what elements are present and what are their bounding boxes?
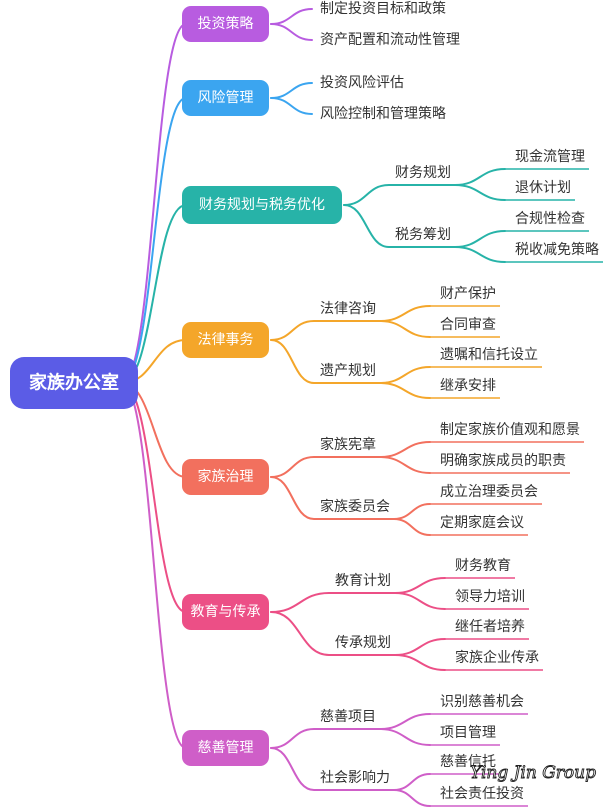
branch-3-sub-connector-0 (270, 320, 315, 341)
branch-node-3-box (182, 322, 269, 358)
branch-node-5[interactable]: 教育与传承 (182, 594, 269, 630)
root-node-box (10, 357, 138, 409)
sub-leaf-connector (379, 320, 431, 338)
branch-2-sub-connector-1 (343, 204, 390, 248)
leaf-node: 社会责任投资 (440, 786, 524, 802)
root-connector-5 (121, 382, 187, 613)
leaf-node: 合同审查 (440, 317, 496, 333)
branch-0-leaf-connector-1 (270, 23, 313, 41)
sub-leaf-connector (379, 728, 431, 746)
sub-node: 家族宪章 (320, 436, 376, 453)
sub-leaf-connector (379, 382, 431, 399)
leaf-node: 继任者培养 (455, 619, 525, 635)
leaf-node: 成立治理委员会 (440, 484, 538, 500)
branch-5-sub-connector-0 (270, 592, 330, 613)
branch-node-3-label: 法律事务 (198, 332, 254, 348)
sub-leaf-connector (454, 246, 506, 263)
leaf-node: 财产保护 (440, 286, 496, 302)
sub-leaf-connector (379, 366, 431, 384)
branch-node-1[interactable]: 风险管理 (182, 80, 269, 116)
sub-leaf-connector (394, 577, 446, 594)
leaf-node: 现金流管理 (515, 149, 585, 165)
sub-node: 慈善项目 (320, 709, 376, 725)
leaf-node: 财务教育 (455, 558, 511, 574)
root-node-label: 家族办公室 (29, 372, 119, 394)
sub-node: 法律咨询 (320, 301, 376, 317)
leaf-node: 制定投资目标和政策 (320, 0, 446, 17)
watermark-text: Ying Jin Group (470, 763, 596, 783)
sub-leaf-connector (394, 592, 446, 610)
branch-node-5-box (182, 594, 269, 630)
branch-4-sub-connector-1 (270, 476, 315, 520)
root-connector-0 (121, 23, 187, 384)
branch-node-2-box (182, 186, 342, 224)
sub-leaf-connector (454, 230, 506, 248)
leaf-node: 家族企业传承 (455, 649, 539, 666)
leaf-node: 慈善信托 (440, 754, 496, 770)
sub-leaf-connector (393, 773, 431, 791)
branch-5-sub-connector-1 (270, 611, 330, 656)
sub-node: 税务筹划 (395, 226, 451, 243)
sub-node: 遗产规划 (320, 363, 376, 379)
leaf-node: 制定家族价值观和愿景 (440, 421, 580, 438)
leaf-node: 税收减免策略 (515, 241, 599, 258)
leaf-node: 明确家族成员的职责 (440, 452, 566, 469)
branch-node-0[interactable]: 投资策略 (182, 6, 269, 42)
branch-node-4-label: 家族治理 (198, 468, 254, 485)
sub-node: 教育计划 (335, 573, 391, 589)
sub-leaf-connector (393, 503, 431, 520)
leaf-node: 遗嘱和信托设立 (440, 347, 538, 363)
sub-node: 财务规划 (395, 165, 451, 181)
sub-leaf-connector (394, 638, 446, 656)
sub-leaf-connector (454, 168, 506, 186)
branch-node-6-label: 慈善管理 (198, 740, 254, 756)
branch-node-6-box (182, 730, 269, 766)
sub-node: 家族委员会 (320, 498, 390, 515)
leaf-node: 资产配置和流动性管理 (320, 32, 460, 48)
branch-0-leaf-connector-0 (270, 8, 313, 25)
branch-node-6[interactable]: 慈善管理 (182, 730, 269, 766)
sub-leaf-connector (379, 441, 431, 458)
sub-leaf-connector (393, 518, 431, 536)
root-connector-1 (121, 97, 187, 384)
branch-3-sub-connector-1 (270, 339, 315, 384)
sub-leaf-connector (394, 654, 446, 671)
leaf-node: 退休计划 (515, 180, 571, 196)
leaf-node: 合规性检查 (515, 211, 585, 227)
sub-node: 传承规划 (335, 635, 391, 651)
branch-node-4[interactable]: 家族治理 (182, 459, 269, 495)
leaf-node: 投资风险评估 (320, 75, 404, 91)
branch-4-sub-connector-0 (270, 456, 315, 478)
branch-2-sub-connector-0 (343, 184, 390, 206)
root-connector-6 (121, 382, 187, 749)
branch-node-1-label: 风险管理 (198, 90, 254, 106)
branch-node-5-label: 教育与传承 (191, 604, 261, 620)
leaf-node: 项目管理 (440, 725, 496, 741)
leaf-node: 继承安排 (440, 378, 496, 394)
leaf-node: 识别慈善机会 (440, 694, 524, 710)
leaf-node: 领导力培训 (455, 589, 525, 605)
sub-leaf-connector (454, 184, 506, 201)
root-node[interactable]: 家族办公室 (10, 357, 138, 409)
branch-node-3[interactable]: 法律事务 (182, 322, 269, 358)
sub-leaf-connector (379, 713, 431, 730)
branch-6-sub-connector-0 (270, 728, 315, 749)
sub-leaf-connector (379, 456, 431, 474)
branch-1-leaf-connector-1 (270, 97, 313, 115)
branch-node-0-label: 投资策略 (198, 15, 254, 32)
sub-leaf-connector (393, 789, 431, 807)
branch-6-sub-connector-1 (270, 747, 315, 791)
leaf-node: 风险控制和管理策略 (320, 105, 446, 122)
leaf-node: 定期家庭会议 (440, 514, 524, 531)
branch-1-leaf-connector-0 (270, 82, 313, 99)
branch-node-1-box (182, 80, 269, 116)
branch-node-2-label: 财务规划与税务优化 (199, 197, 325, 213)
sub-node: 社会影响力 (320, 770, 390, 786)
branch-node-0-box (182, 6, 269, 42)
branch-node-2[interactable]: 财务规划与税务优化 (182, 186, 342, 224)
branch-node-4-box (182, 459, 269, 495)
sub-leaf-connector (379, 305, 431, 322)
